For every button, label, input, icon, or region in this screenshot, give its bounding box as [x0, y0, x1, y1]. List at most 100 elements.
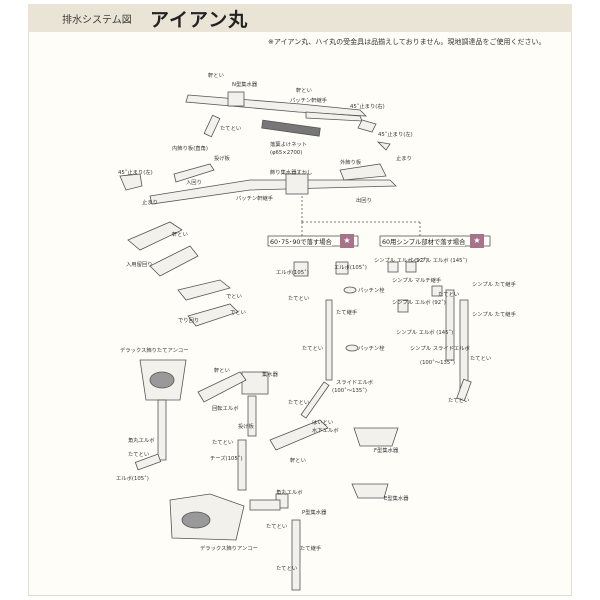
top-downpipe [203, 114, 221, 138]
label-tatetoi-r2: たてとい [470, 356, 492, 362]
label-tatetsugite-b: たて継手 [300, 546, 322, 552]
gutter-mid-4 [187, 303, 239, 327]
label-deluxe-top: デラックス飾りたてアンコー [120, 348, 189, 354]
simple-elbow-c [431, 285, 443, 297]
patchin-2 [345, 344, 359, 352]
notice-text: ※アイアン丸、ハイ丸の受金具は品揃えしておりません。現地調達品をご使用ください。 [268, 38, 546, 46]
gutter-main [149, 179, 397, 205]
gutter-b [197, 371, 247, 403]
pipe-b-5 [249, 499, 281, 511]
label-tatetoi-top: たてとい [220, 126, 242, 132]
label-f-collector: F型集水器 [374, 448, 399, 454]
label-irimawari: 入回り [186, 180, 202, 186]
gutter-b2 [269, 419, 329, 451]
label-tatetoi-1: たてとい [288, 296, 310, 302]
elbow-left [293, 261, 309, 277]
simple-elbow-a [387, 261, 399, 273]
label-leaf-net: 落葉よけネット [270, 142, 308, 148]
simple-slide [456, 378, 472, 402]
label-iriyamawari: 入用留回り [126, 262, 153, 268]
label-simple-tate2: シンプル たて継手 [472, 312, 516, 318]
pipe-b-2 [237, 439, 247, 491]
label-simple-slide: シンプル スライドエルボ [410, 346, 470, 352]
n-collector [227, 91, 245, 107]
pipe-b-1 [247, 395, 257, 437]
stop-45-right [357, 119, 377, 133]
label-kakumaru-elbow: 角丸エルボ [128, 438, 155, 444]
label-deluxe-bottom: デラックス飾りアンコー [200, 546, 258, 552]
label-mizushita: 水下エルボ [312, 428, 339, 434]
header-label: 排水システム図 [62, 15, 132, 26]
leaf-net [261, 119, 321, 137]
label-p-collector: P型集水器 [302, 510, 327, 516]
diagram-sheet [28, 4, 572, 596]
label-elbow105-b: エルボ(105˚) [116, 476, 149, 482]
label-tees: チーズ(105˚) [210, 456, 243, 462]
label-simple-elbow145: シンプル エルボ (145˚) [396, 330, 454, 336]
box-collector [285, 173, 309, 195]
gutter-mid-1 [127, 221, 183, 251]
label-45-left-mid: 45˚止まり(左) [378, 132, 413, 138]
gutter-mid-3 [177, 279, 231, 301]
simple-multi [397, 299, 409, 313]
label-simple-tate: シンプル たて継手 [472, 282, 516, 288]
simple-elbow-b [405, 261, 417, 273]
label-kaiten-elbow: 回転エルボ [212, 406, 239, 412]
box-label-right: 60用シンプル部材で落す場合 [382, 237, 466, 246]
label-tatetoi-r1: たてとい [438, 292, 460, 298]
f-collector [353, 427, 399, 447]
label-simple-elbow92: シンプル エルボ (92˚) [374, 258, 428, 264]
page-title: アイアン丸 [150, 9, 249, 31]
label-noki-mid: 軒とい [172, 232, 188, 238]
gutter-mid-2 [149, 245, 199, 277]
label-n-collector: N型集水器 [232, 82, 258, 88]
label-shusuiki-b: 集水器 [262, 372, 278, 378]
label-simple-multi: シンプル マルチ継手 [392, 278, 442, 284]
label-45-left: 45˚止まり(左) [118, 170, 153, 176]
deluxe-top-ornament [149, 371, 175, 389]
label-patchin-top: パッチン軒継手 [290, 98, 328, 104]
tatetoi-left-2 [300, 381, 330, 419]
label-simple-elbow92-b: シンプル エルボ (92˚) [392, 300, 446, 306]
ornament-right [339, 163, 387, 181]
label-nagekake: 投げ板 [214, 156, 230, 162]
label-tatetoi-b1: たてとい [212, 440, 234, 446]
label-dekazari: でとい [230, 310, 246, 316]
collector-b [241, 371, 269, 395]
label-kazari-shusui: 飾り集水器すかし [270, 170, 313, 176]
label-e-collector: E型集水器 [384, 496, 409, 502]
label-tatetoi-2: たてとい [302, 346, 324, 352]
elbow-b [134, 453, 162, 471]
label-inner-ornament: 内飾り板(直角) [172, 146, 208, 152]
label-noki-b2: 軒とい [290, 458, 306, 464]
label-kakumaru-elbow2: 角丸エルボ [276, 490, 303, 496]
corner-piece [119, 173, 143, 191]
label-demawari: 出回り [356, 198, 372, 204]
label-patchin-1: パッチン栓 [358, 288, 385, 294]
label-tatetoi-b3: たてとい [266, 524, 288, 530]
label-elbow105-left: エルボ(105˚) [276, 270, 309, 276]
label-simple-slide-range: (100˚～135˚) [420, 360, 455, 366]
label-simple-elbow145-r: シンプル エルボ (145˚) [410, 258, 468, 264]
label-slide-range: (100˚～135˚) [332, 388, 367, 394]
label-outer-ornament: 外飾り板 [340, 160, 362, 166]
label-noki-top2: 軒とい [296, 88, 312, 94]
elbow-mid [335, 261, 349, 275]
label-noki-b: 軒とい [214, 368, 230, 374]
label-patchin-2: パッチン栓 [358, 346, 385, 352]
label-haitoi: はいとい [312, 420, 334, 426]
ornament-left [173, 163, 215, 183]
box-label-left: 60･75･90で落す場合 [270, 237, 332, 246]
label-tatetoi-3: たてとい [288, 400, 310, 406]
star-badge-left: ★ [340, 234, 354, 248]
label-tatetoi-r3: たてとい [448, 398, 470, 404]
label-noki-top: 軒とい [208, 73, 224, 79]
label-stop-left: 止まり [142, 200, 158, 206]
pipe-b-4 [291, 519, 301, 591]
label-45-right: 45˚止まり(右) [350, 104, 385, 110]
label-tatetoi-b2: たてとい [128, 452, 150, 458]
label-elbow105-right: エルボ(105˚) [334, 265, 367, 271]
patchin-1 [343, 286, 357, 294]
header-band [28, 4, 572, 32]
